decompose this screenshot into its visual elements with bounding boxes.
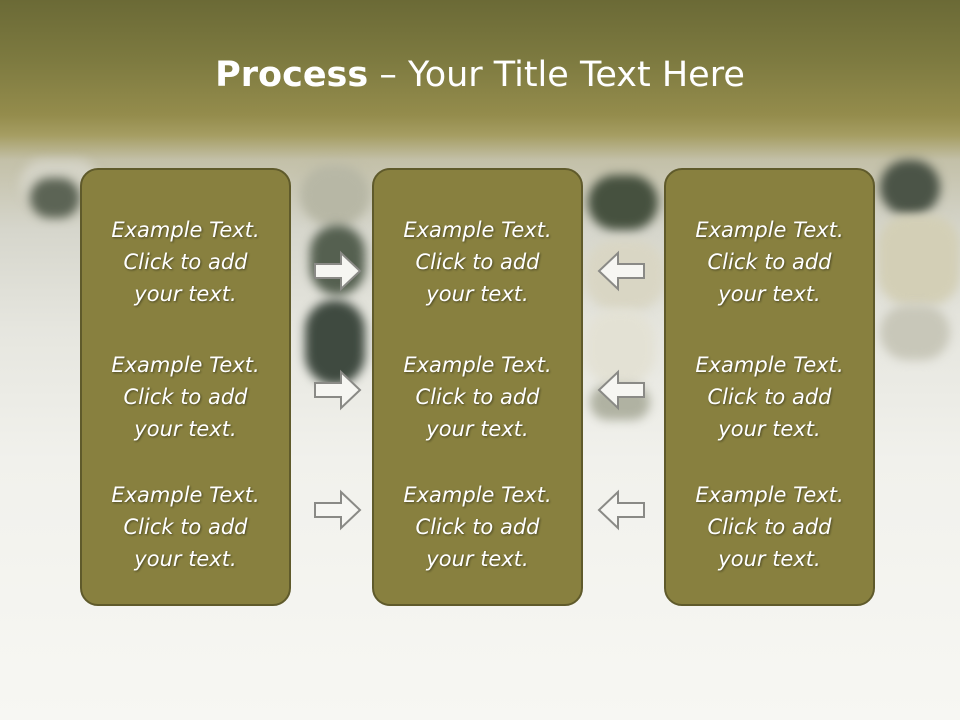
title-rest: – Your Title Text Here: [368, 55, 745, 95]
left-panel[interactable]: Example Text. Click to add your text. Ex…: [80, 168, 291, 606]
right-panel[interactable]: Example Text. Click to add your text. Ex…: [664, 168, 875, 606]
background-capsule: [310, 225, 365, 295]
center-panel-text-3[interactable]: Example Text. Click to add your text.: [403, 483, 552, 571]
background-capsule: [300, 165, 370, 225]
title-bold: Process: [215, 55, 369, 95]
right-arrow-icon: [314, 369, 362, 411]
slide-title[interactable]: Process – Your Title Text Here: [0, 52, 960, 98]
right-panel-text-2[interactable]: Example Text. Click to add your text.: [695, 353, 844, 441]
left-panel-text-3[interactable]: Example Text. Click to add your text.: [111, 483, 260, 571]
left-arrow-icon: [597, 250, 645, 292]
background-capsule: [588, 175, 658, 230]
center-panel-text-1[interactable]: Example Text. Click to add your text.: [403, 218, 552, 306]
background-capsule: [305, 300, 365, 385]
center-panel-text-2[interactable]: Example Text. Click to add your text.: [403, 353, 552, 441]
background-capsule: [880, 160, 940, 215]
left-arrow-icon: [597, 369, 645, 411]
background-capsule: [880, 305, 950, 360]
center-panel[interactable]: Example Text. Click to add your text. Ex…: [372, 168, 583, 606]
background-capsule: [585, 310, 655, 385]
background-capsule: [878, 215, 960, 305]
right-panel-text-1[interactable]: Example Text. Click to add your text.: [695, 218, 844, 306]
right-arrow-icon: [314, 250, 362, 292]
right-arrow-icon: [314, 489, 362, 531]
left-panel-text-1[interactable]: Example Text. Click to add your text.: [111, 218, 260, 306]
left-panel-text-2[interactable]: Example Text. Click to add your text.: [111, 353, 260, 441]
background-capsule: [30, 178, 80, 218]
right-panel-text-3[interactable]: Example Text. Click to add your text.: [695, 483, 844, 571]
left-arrow-icon: [597, 489, 645, 531]
